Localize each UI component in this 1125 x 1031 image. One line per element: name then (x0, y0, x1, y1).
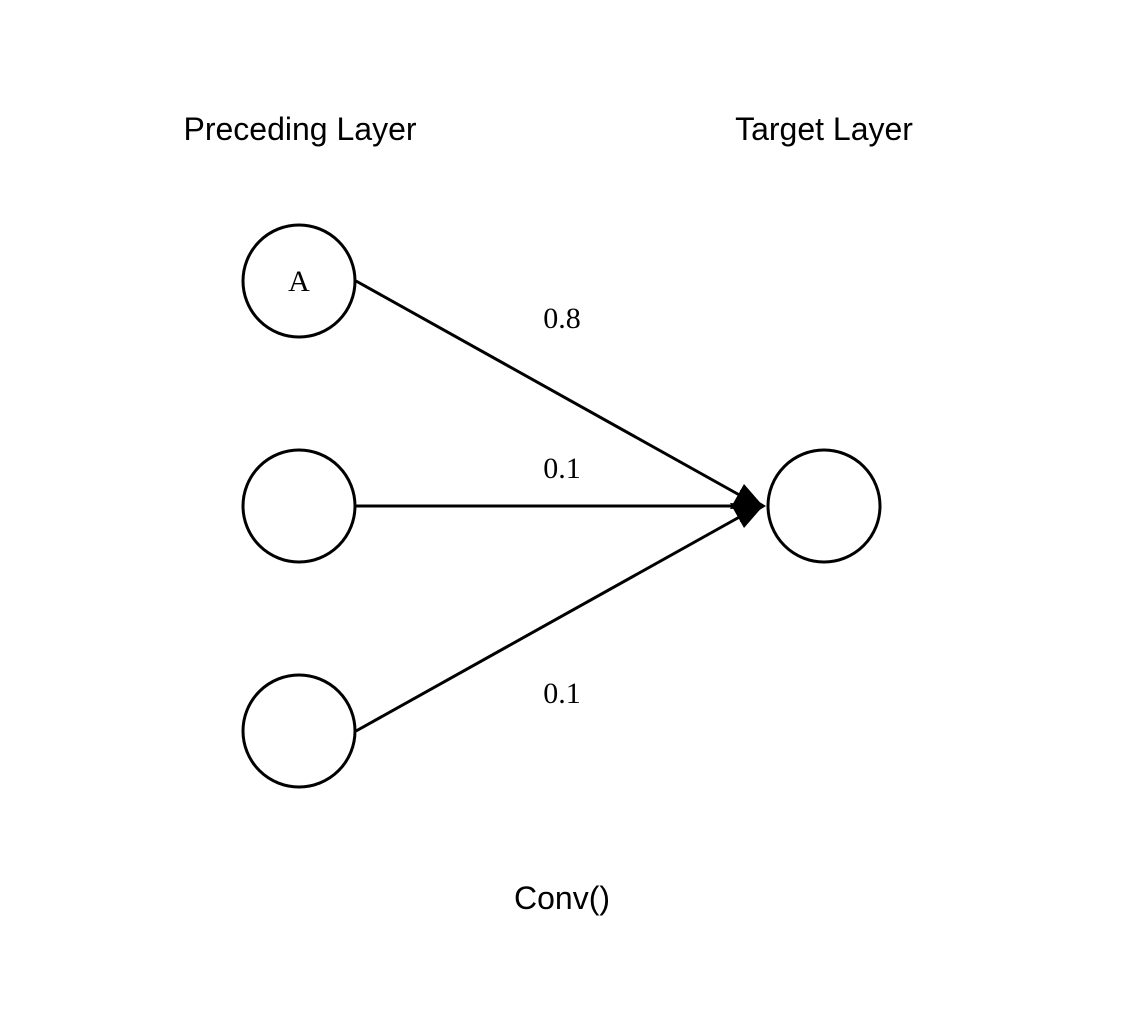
operation-label: Conv() (514, 880, 610, 916)
edge-weight-1: 0.8 (543, 302, 581, 335)
edge-2 (356, 490, 766, 522)
input-node-2 (241, 448, 357, 564)
target-layer-label: Target Layer (735, 111, 913, 147)
edge-weight-3: 0.1 (543, 677, 581, 710)
input-node-1-label: A (288, 265, 310, 298)
input-node-3 (241, 673, 357, 789)
edge-weight-2: 0.1 (543, 452, 581, 485)
output-node (766, 448, 882, 564)
edge-3 (355, 503, 764, 733)
input-node-1: A (241, 223, 357, 339)
arrowhead-3 (730, 503, 764, 528)
preceding-layer-label: Preceding Layer (183, 111, 416, 147)
